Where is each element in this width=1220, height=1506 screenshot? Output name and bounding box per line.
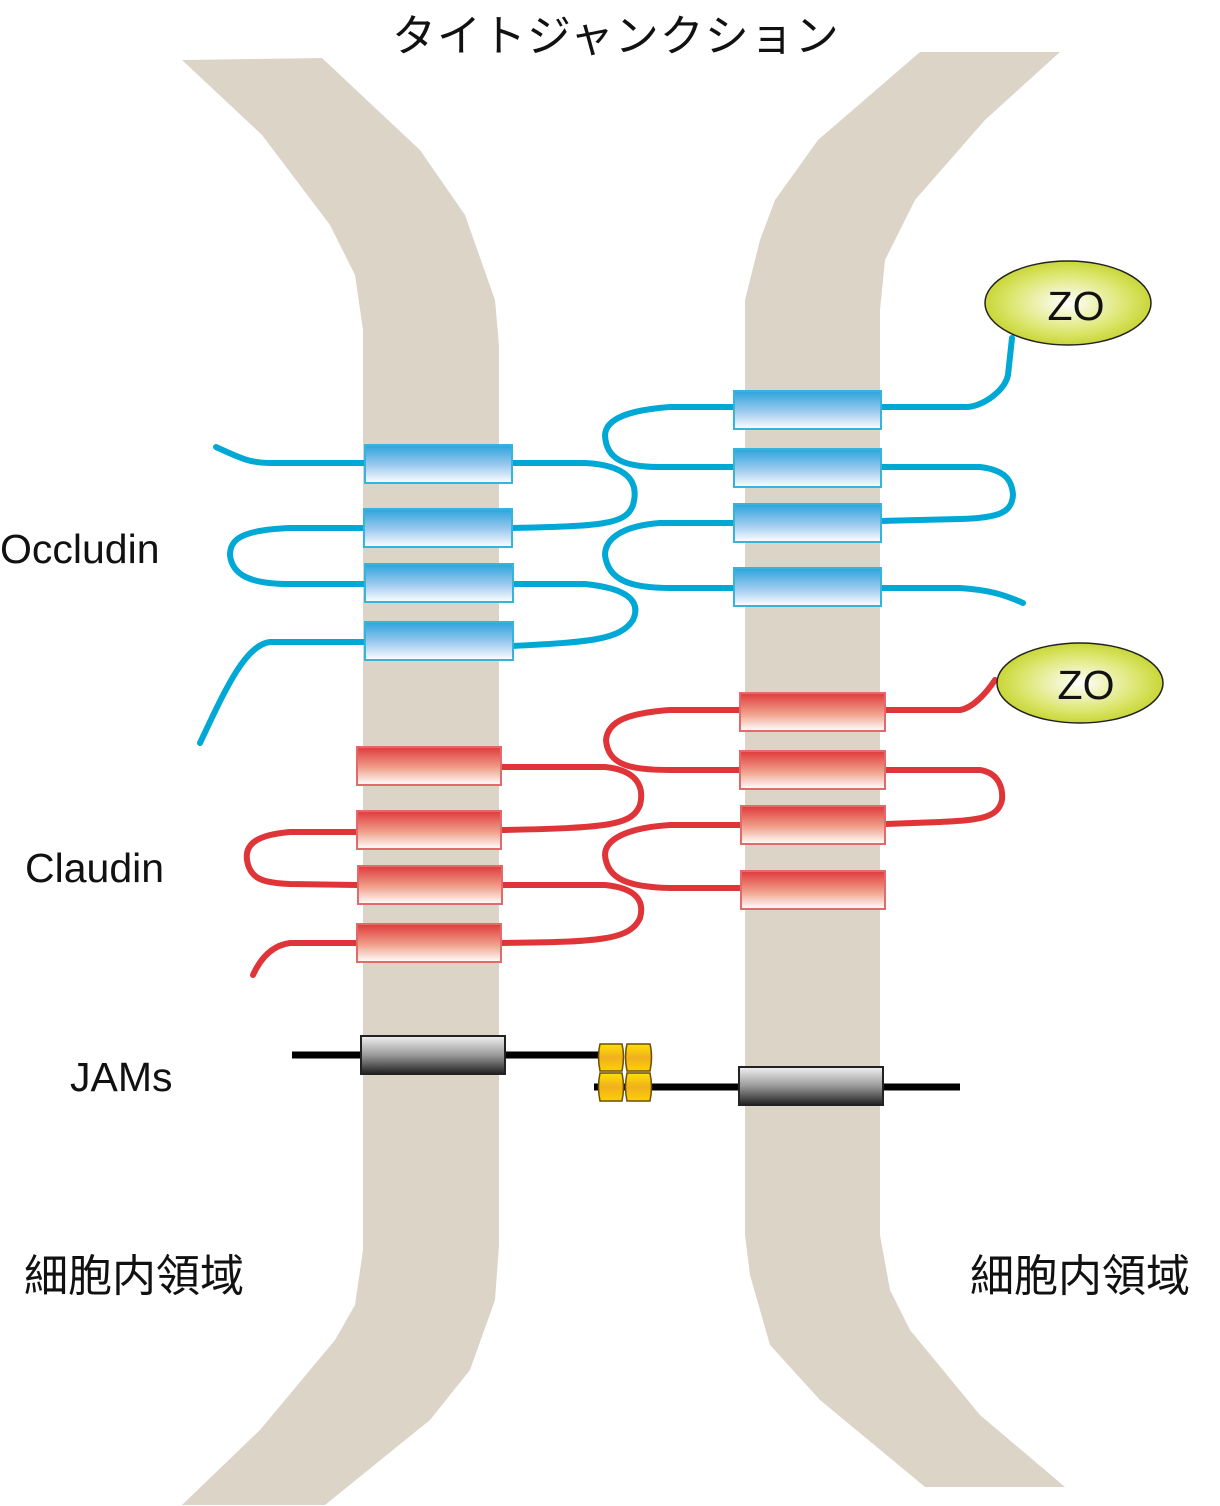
occludin-right-extracellular-loop-2 xyxy=(602,520,737,591)
claudin-tm-right-2 xyxy=(739,750,886,790)
occludin-transmembrane-segments xyxy=(363,390,882,661)
zo-node-claudin: ZO xyxy=(996,642,1164,724)
jam-transmembrane-segments xyxy=(360,1035,884,1106)
claudin-right-extracellular-loop-1 xyxy=(603,707,744,773)
claudin-right-extracellular-loop-2 xyxy=(602,822,744,891)
zo-label: ZO xyxy=(1048,283,1105,329)
occludin-tm-right-4 xyxy=(733,567,882,607)
claudin-tm-left-3 xyxy=(357,865,503,905)
intracellular-region-right-label: 細胞内領域 xyxy=(970,1251,1190,1302)
occludin-tm-right-3 xyxy=(733,503,882,543)
occludin-tm-left-4 xyxy=(364,621,514,661)
occludin-left-intracellular-loop xyxy=(227,525,368,587)
left-cell-membrane xyxy=(182,58,499,1505)
occludin-tm-left-1 xyxy=(364,444,513,484)
occludin-right-intracellular-loop xyxy=(878,464,1016,524)
zo-node-occludin: ZO xyxy=(984,260,1152,346)
intracellular-region-left-label: 細胞内領域 xyxy=(24,1251,244,1302)
jam-tm-left xyxy=(360,1035,506,1075)
jam-domain-3 xyxy=(597,1072,625,1102)
occludin-left-c-terminus xyxy=(197,639,368,746)
claudin-right-c-terminus-to-zo xyxy=(882,677,998,713)
occludin-right-c-terminus-to-zo xyxy=(878,335,1015,410)
occludin-label: Occludin xyxy=(0,526,160,572)
claudin-tm-right-3 xyxy=(740,805,886,845)
claudin-left-intracellular-loop xyxy=(243,829,360,888)
jam-tm-right xyxy=(738,1066,884,1106)
occludin-tm-right-2 xyxy=(733,448,882,488)
claudin-label: Claudin xyxy=(25,845,165,891)
claudin-left-extracellular-loop-1 xyxy=(498,764,645,833)
occludin-tm-left-3 xyxy=(364,563,514,603)
claudin-transmembrane-segments xyxy=(356,692,886,963)
claudin-strands xyxy=(243,677,1006,978)
occludin-strands xyxy=(197,335,1026,746)
occludin-right-n-terminus xyxy=(878,585,1026,606)
claudin-tm-right-1 xyxy=(739,692,886,732)
jam-dimer xyxy=(597,1043,653,1102)
claudin-right-intracellular-loop xyxy=(882,767,1006,827)
jam-domain-4 xyxy=(624,1072,653,1102)
jams-label: JAMs xyxy=(70,1054,173,1100)
diagram-title: タイトジャンクション xyxy=(392,11,840,62)
occludin-left-extracellular-loop-2 xyxy=(509,581,639,649)
occludin-tm-right-1 xyxy=(733,390,882,430)
occludin-left-extracellular-loop-1 xyxy=(509,460,638,531)
claudin-tm-right-4 xyxy=(740,870,886,910)
claudin-tm-left-2 xyxy=(356,810,502,850)
jam-domain-1 xyxy=(597,1043,625,1072)
claudin-tm-left-4 xyxy=(356,923,502,963)
claudin-tm-left-1 xyxy=(356,746,502,786)
claudin-left-extracellular-loop-2 xyxy=(498,882,645,946)
occludin-right-extracellular-loop-1 xyxy=(602,404,737,470)
occludin-left-n-terminus xyxy=(213,444,368,466)
claudin-left-c-terminus xyxy=(250,940,360,978)
zo-label: ZO xyxy=(1058,662,1115,708)
jam-domain-2 xyxy=(624,1043,653,1072)
occludin-tm-left-2 xyxy=(363,508,513,548)
